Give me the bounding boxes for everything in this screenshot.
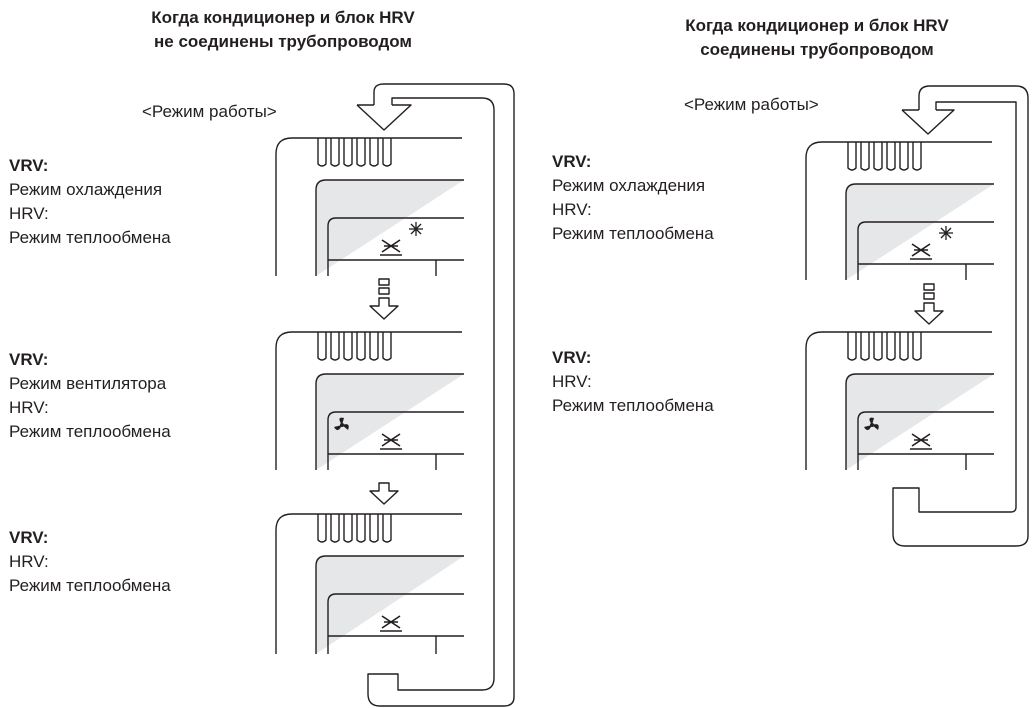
controller-display	[805, 331, 994, 470]
screen-outer	[845, 183, 994, 280]
left-title-line-1: Когда кондиционер и блок HRV	[151, 8, 415, 27]
controller-frame	[275, 513, 462, 654]
hrv-mode: Режим теплообмена	[9, 422, 171, 441]
controller-frame	[805, 141, 992, 280]
hrv-mode: Режим теплообмена	[9, 228, 171, 247]
right-loop-path	[892, 85, 1029, 547]
hrv-exchange-icon	[380, 433, 402, 450]
vent-grille	[847, 142, 922, 171]
hrv-mode: Режим теплообмена	[552, 396, 714, 415]
hrv-label: HRV:	[9, 204, 49, 223]
vent-grille	[317, 332, 392, 361]
right-step-arrow	[914, 302, 944, 325]
vrv-mode: Режим вентилятора	[9, 374, 167, 393]
left-step-3-text: VRV: HRV: Режим теплообмена	[9, 526, 171, 598]
left-mode-header: <Режим работы>	[142, 102, 277, 121]
vent-grille	[317, 138, 392, 167]
left-loop-path	[367, 83, 515, 707]
right-step-2-text: VRV: HRV: Режим теплообмена	[552, 346, 714, 418]
screen-inner	[327, 411, 464, 470]
right-title-line-2: соединены трубопроводом	[700, 40, 934, 59]
screen-inner	[327, 217, 464, 276]
left-step-arrow-2	[369, 482, 399, 505]
screen-outer	[315, 373, 464, 470]
controller-frame	[275, 331, 462, 470]
snowflake-cool-icon	[409, 222, 423, 236]
right-mode-header: <Режим работы>	[684, 95, 819, 114]
vrv-label: VRV:	[9, 528, 49, 547]
hrv-mode: Режим теплообмена	[552, 224, 714, 243]
vrv-label: VRV:	[9, 350, 49, 369]
controller-display	[275, 513, 464, 654]
vent-grille	[847, 332, 922, 361]
hrv-exchange-icon	[380, 615, 402, 632]
hrv-label: HRV:	[9, 398, 49, 417]
screen-outer	[845, 373, 994, 470]
hrv-label: HRV:	[9, 552, 49, 571]
vrv-label: VRV:	[9, 156, 49, 175]
vrv-mode: Режим охлаждения	[552, 176, 706, 195]
screen-outer	[315, 179, 464, 276]
controller-frame	[275, 137, 462, 276]
vrv-mode: Режим охлаждения	[9, 180, 163, 199]
left-panel-title: Когда кондиционер и блок HRV не соединен…	[118, 6, 448, 54]
screen-inner	[857, 411, 994, 470]
hrv-exchange-icon	[910, 433, 932, 450]
vent-grille	[317, 514, 392, 543]
right-loop-arrowhead	[901, 109, 955, 135]
screen-inner	[857, 221, 994, 280]
controller-display	[805, 141, 994, 280]
screen-outer	[315, 555, 464, 654]
left-title-line-2: не соединены трубопроводом	[154, 32, 412, 51]
vrv-label: VRV:	[552, 348, 592, 367]
hrv-label: HRV:	[552, 372, 592, 391]
controller-display	[275, 137, 464, 276]
hrv-label: HRV:	[552, 200, 592, 219]
right-title-line-1: Когда кондиционер и блок HRV	[685, 16, 949, 35]
screen-divider	[328, 259, 464, 276]
right-panel-title: Когда кондиционер и блок HRV соединены т…	[652, 14, 982, 62]
screen-inner	[327, 593, 464, 654]
vrv-label: VRV:	[552, 152, 592, 171]
controller-frame	[805, 331, 992, 470]
left-step-2-text: VRV: Режим вентилятора HRV: Режим теплоо…	[9, 348, 171, 444]
left-loop-arrowhead	[356, 104, 412, 131]
fan-icon	[334, 417, 349, 431]
left-step-arrow-1-bars	[378, 278, 390, 295]
controller-display	[275, 331, 464, 470]
hrv-exchange-icon	[380, 239, 402, 256]
screen-divider	[858, 263, 994, 280]
fan-icon	[864, 417, 879, 431]
right-step-1-text: VRV: Режим охлаждения HRV: Режим теплооб…	[552, 150, 714, 246]
hrv-exchange-icon	[910, 243, 932, 260]
screen-divider	[858, 453, 994, 470]
snowflake-cool-icon	[939, 226, 953, 240]
hrv-mode: Режим теплообмена	[9, 576, 171, 595]
left-step-arrow-1	[369, 297, 399, 320]
screen-divider	[328, 635, 464, 654]
screen-divider	[328, 453, 464, 470]
left-step-1-text: VRV: Режим охлаждения HRV: Режим теплооб…	[9, 154, 171, 250]
right-step-arrow-bars	[923, 283, 935, 300]
